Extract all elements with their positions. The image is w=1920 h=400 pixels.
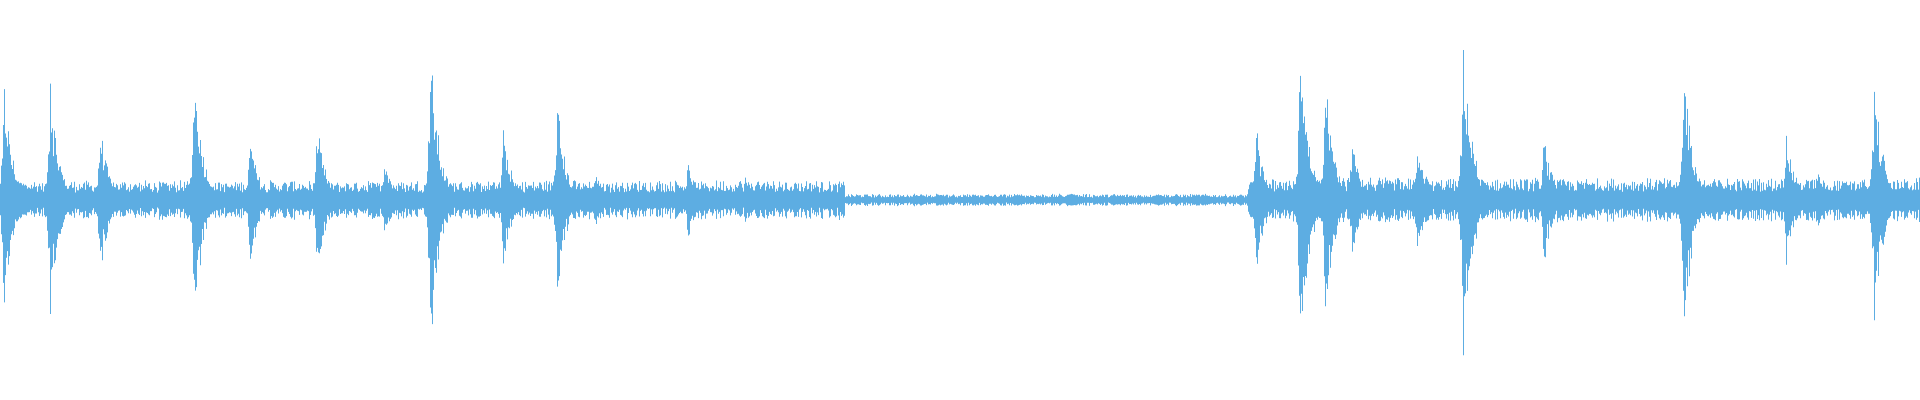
waveform-path [0,50,1920,356]
